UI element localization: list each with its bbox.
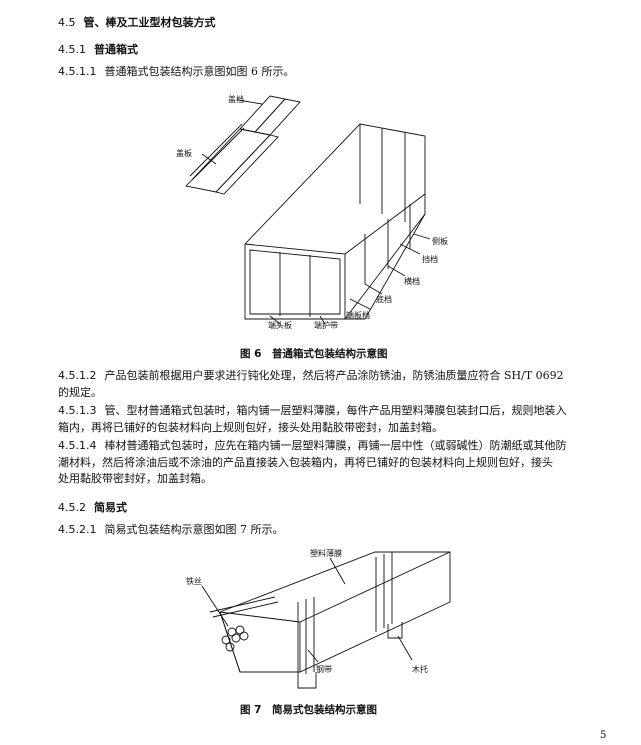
fig7-label-1: 塑料薄膜 xyxy=(310,548,342,558)
figure-6-box-diagram: 盖档 盖板 侧板 挡档 横档 底档 端板档 端头板 端护带 xyxy=(176,94,448,330)
figure-7-caption: 图 7 简易式包装结构示意图 xyxy=(240,704,377,716)
fig6-label-4: 挡档 xyxy=(422,254,438,264)
fig6-label-9: 端护带 xyxy=(314,320,338,330)
fig6-label-6: 底档 xyxy=(376,294,392,304)
figure-7-bundle-diagram: 塑料薄膜 铁丝 钢带 木托 xyxy=(186,548,451,689)
fig6-label-5: 横档 xyxy=(404,276,420,286)
fig7-label-3: 钢带 xyxy=(316,664,332,674)
fig7-label-4: 木托 xyxy=(412,664,428,674)
fig7-label-2: 铁丝 xyxy=(186,576,202,586)
fig6-label-7: 端板档 xyxy=(346,310,370,320)
fig6-label-8: 端头板 xyxy=(268,320,292,330)
figure-6-caption: 图 6 普通箱式包装结构示意图 xyxy=(240,348,388,360)
fig6-label-3: 侧板 xyxy=(432,236,448,246)
page-number: 5 xyxy=(600,730,607,741)
fig6-label-1: 盖档 xyxy=(228,94,244,104)
fig6-label-2: 盖板 xyxy=(176,148,192,158)
